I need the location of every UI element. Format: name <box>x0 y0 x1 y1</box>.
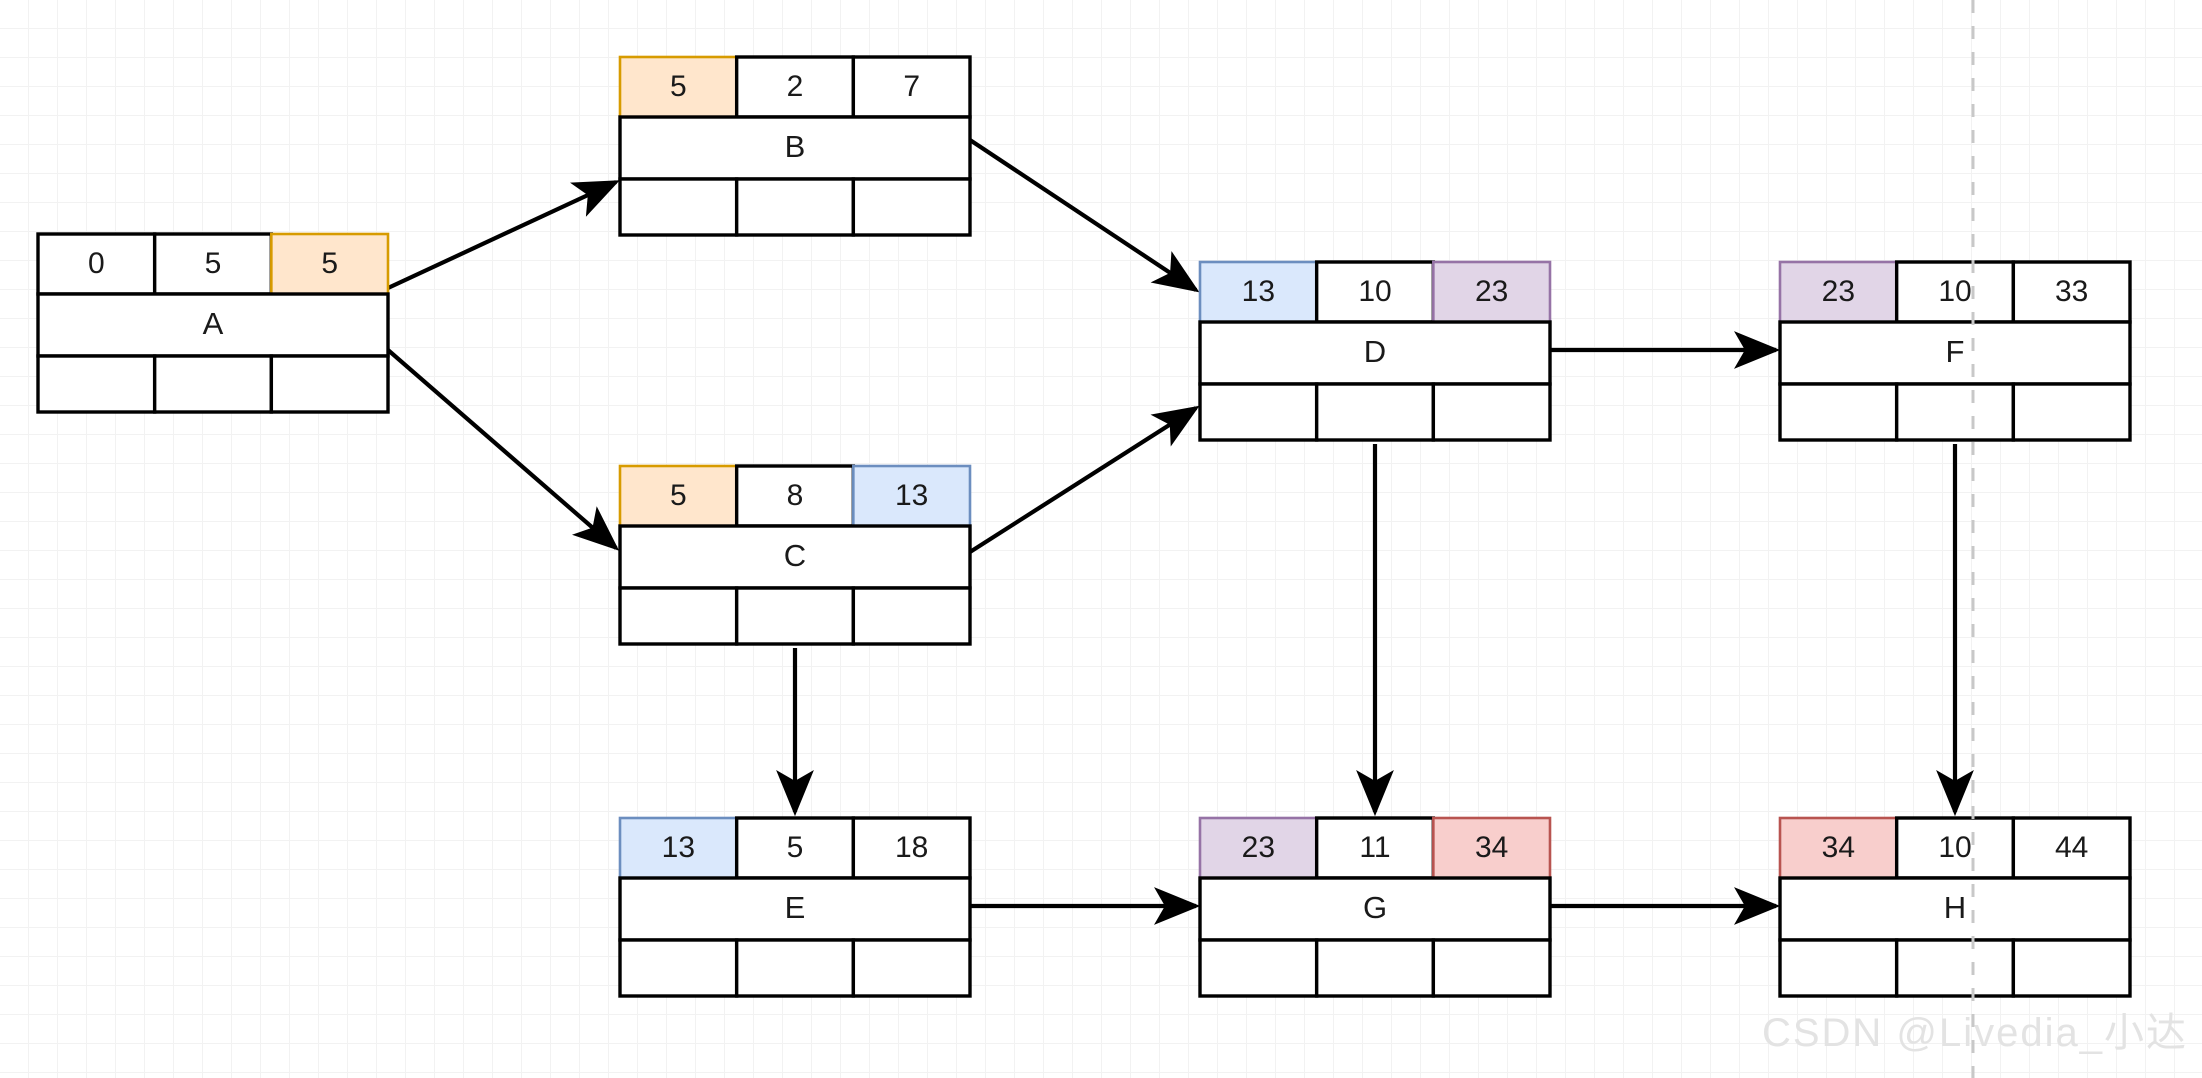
node-G-bottom-cell-0 <box>1198 938 1319 998</box>
edge-B-D <box>968 138 1200 293</box>
node-C-cell-1 <box>734 464 856 528</box>
node-A-cell-0-value: 0 <box>88 247 105 280</box>
node-D-cell-1-value: 10 <box>1358 275 1391 308</box>
watermark-text: CSDN @Livedia_小达 <box>1761 1011 2188 1055</box>
edge-A-C <box>386 348 620 551</box>
node-G-label: G <box>1363 890 1387 925</box>
node-B-bottom-cell-0 <box>618 177 739 237</box>
node-B-cell-0 <box>618 55 738 119</box>
node-E-bottom-cell-0 <box>618 938 739 998</box>
node-H-cell-0 <box>1778 816 1898 880</box>
edges-layer <box>386 138 1974 925</box>
node-C-cell-2-value: 13 <box>895 479 928 512</box>
node-D-bottom-cell-0 <box>1198 382 1319 442</box>
node-H-bottom-cell-2 <box>2011 938 2132 998</box>
node-E-bottom-cell-2 <box>851 938 972 998</box>
node-A-bottom-cell-0 <box>36 354 157 414</box>
node-A-cell-2-value: 5 <box>321 247 338 280</box>
node-E[interactable]: 13 5 18E <box>618 816 972 998</box>
node-D-label: D <box>1364 334 1386 369</box>
node-G-bottom-cell-1 <box>1314 938 1436 998</box>
node-F-cell-0 <box>1778 260 1898 324</box>
node-D-cell-0-value: 13 <box>1242 275 1275 308</box>
node-G-cell-0-value: 23 <box>1242 831 1275 864</box>
node-G-name-row <box>1198 876 1552 942</box>
node-B-cell-0-value: 5 <box>670 70 687 103</box>
node-B-cell-2 <box>851 55 972 119</box>
node-C-bottom-cell-0 <box>618 586 739 646</box>
edge-A-B <box>387 180 620 290</box>
node-D[interactable]: 13 10 23D <box>1198 260 1552 442</box>
edge-C-D <box>968 405 1200 554</box>
node-E-cell-1-value: 5 <box>787 831 804 864</box>
node-C-cell-0-value: 5 <box>670 479 687 512</box>
node-E-label: E <box>785 890 806 925</box>
node-F-label: F <box>1946 334 1965 369</box>
node-B-bottom-cell-1 <box>734 177 856 237</box>
node-A-name-row <box>36 292 390 358</box>
node-D-cell-2 <box>1432 260 1552 324</box>
node-G[interactable]: 23 11 34G <box>1198 816 1552 998</box>
node-C-bottom-cell-1 <box>734 586 856 646</box>
node-A-cell-1 <box>152 232 274 296</box>
node-D-cell-2-value: 23 <box>1475 275 1508 308</box>
node-F-cell-2-value: 33 <box>2055 275 2088 308</box>
node-H-label: H <box>1944 890 1966 925</box>
node-A-bottom-cell-1 <box>152 354 274 414</box>
node-F-cell-0-value: 23 <box>1822 275 1855 308</box>
node-F-cell-1-value: 10 <box>1938 275 1971 308</box>
node-F-bottom-cell-2 <box>2011 382 2132 442</box>
node-A-cell-1-value: 5 <box>205 247 222 280</box>
node-B-cell-1-value: 2 <box>787 70 804 103</box>
node-B-cell-2-value: 7 <box>903 70 920 103</box>
node-E-name-row <box>618 876 972 942</box>
node-F-bottom-cell-1 <box>1894 382 2016 442</box>
node-D-bottom-cell-2 <box>1431 382 1552 442</box>
node-G-cell-2-value: 34 <box>1475 831 1508 864</box>
node-D-bottom-cell-1 <box>1314 382 1436 442</box>
node-F[interactable]: 23 10 33F <box>1778 260 2132 442</box>
node-G-cell-1-value: 11 <box>1359 831 1390 864</box>
node-C-cell-0 <box>618 464 738 528</box>
node-B-label: B <box>785 129 806 164</box>
node-H[interactable]: 34 10 44H <box>1778 816 2132 998</box>
node-H-cell-1-value: 10 <box>1938 831 1971 864</box>
node-B[interactable]: 5 2 7B <box>618 55 972 237</box>
node-F-name-row <box>1778 320 2132 386</box>
node-G-cell-0 <box>1198 816 1318 880</box>
node-C-cell-1-value: 8 <box>787 479 804 512</box>
node-D-cell-1 <box>1314 260 1436 324</box>
node-E-bottom-cell-1 <box>734 938 856 998</box>
node-C[interactable]: 5 8 13C <box>618 464 972 646</box>
node-A[interactable]: 0 5 5A <box>36 232 390 414</box>
node-H-cell-2 <box>2011 816 2132 880</box>
node-E-cell-2-value: 18 <box>895 831 928 864</box>
node-A-label: A <box>203 306 224 341</box>
node-B-bottom-cell-2 <box>851 177 972 237</box>
node-H-cell-2-value: 44 <box>2055 831 2088 864</box>
node-C-name-row <box>618 524 972 590</box>
node-H-bottom-cell-1 <box>1894 938 2016 998</box>
node-H-bottom-cell-0 <box>1778 938 1899 998</box>
node-H-cell-0-value: 34 <box>1822 831 1855 864</box>
node-F-bottom-cell-0 <box>1778 382 1899 442</box>
node-E-cell-0-value: 13 <box>662 831 695 864</box>
node-C-label: C <box>784 538 806 573</box>
node-B-cell-1 <box>734 55 856 119</box>
node-G-bottom-cell-2 <box>1431 938 1552 998</box>
node-A-bottom-cell-2 <box>269 354 390 414</box>
node-E-cell-1 <box>734 816 856 880</box>
node-C-bottom-cell-2 <box>851 586 972 646</box>
